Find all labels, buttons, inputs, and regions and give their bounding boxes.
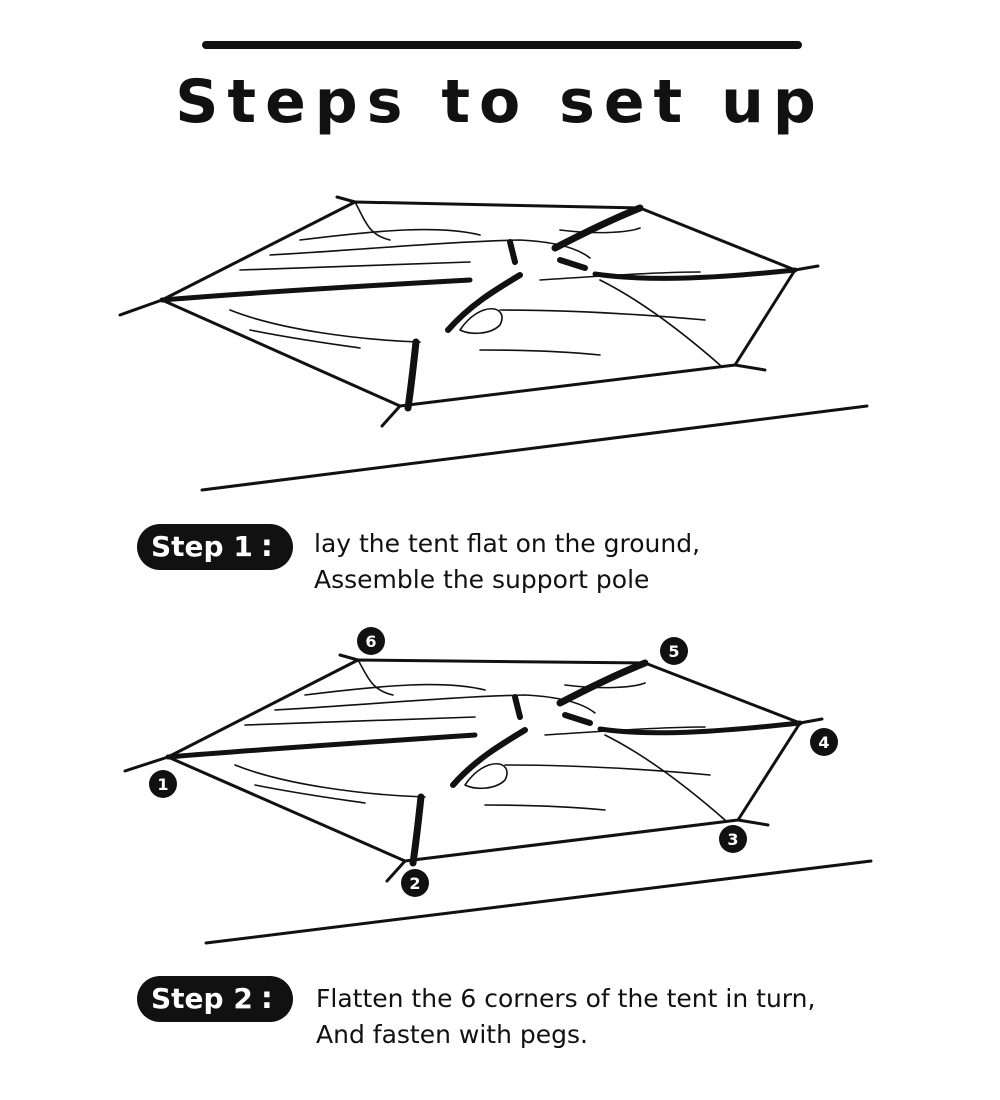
step-1-badge: Step 1: [137, 524, 293, 570]
title-rule [202, 41, 802, 49]
corner-marker-4: 4 [810, 728, 838, 756]
corner-marker-2: 2 [401, 869, 429, 897]
step-2-description: Flatten the 6 corners of the tent in tur… [316, 981, 815, 1053]
corner-marker-6-label: 6 [365, 632, 376, 651]
step-1-description: lay the tent flat on the ground, Assembl… [314, 526, 700, 598]
step-2-line-2: And fasten with pegs. [316, 1020, 588, 1049]
page-title: Steps to set up [175, 67, 825, 137]
tent-flat-illustration [0, 180, 1000, 500]
step-2-badge: Step 2: [137, 976, 293, 1022]
corner-marker-6: 6 [357, 627, 385, 655]
tent-corners-illustration: 1 2 3 4 5 6 [0, 625, 1000, 955]
tent-corners-drawing: 1 2 3 4 5 6 [123, 627, 873, 945]
corner-marker-3: 3 [719, 825, 747, 853]
corner-marker-3-label: 3 [727, 830, 738, 849]
corner-marker-5-label: 5 [668, 642, 679, 661]
step-1-separator: : [260, 529, 273, 564]
step-1-label: Step 1 [151, 530, 253, 563]
step-2-line-1: Flatten the 6 corners of the tent in tur… [316, 984, 816, 1013]
tent-flat-drawing [118, 195, 869, 492]
step-2-separator: : [260, 981, 273, 1016]
step-1-line-2: Assemble the support pole [314, 565, 650, 594]
corner-marker-5: 5 [660, 637, 688, 665]
corner-marker-1-label: 1 [157, 775, 168, 794]
step-1-line-1: lay the tent flat on the ground, [314, 529, 701, 558]
corner-marker-4-label: 4 [818, 733, 829, 752]
corner-marker-2-label: 2 [409, 874, 420, 893]
corner-marker-1: 1 [149, 770, 177, 798]
step-2-label: Step 2 [151, 982, 253, 1015]
